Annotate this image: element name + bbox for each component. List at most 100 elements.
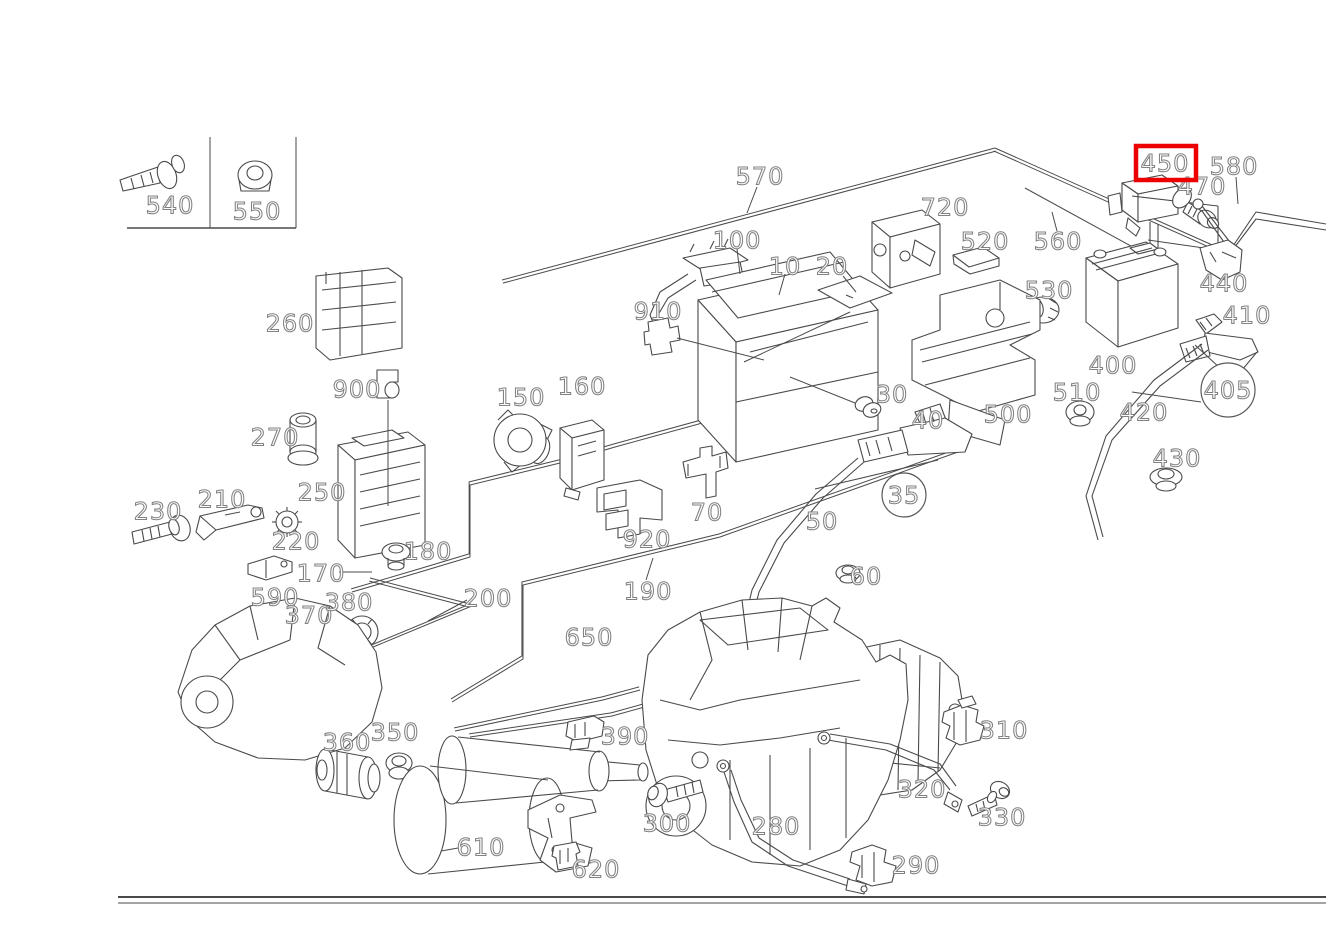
part-callout-220[interactable]: 220 <box>271 527 321 556</box>
part-callout-590[interactable]: 590 <box>250 583 300 612</box>
part-number-label-920[interactable]: 920 <box>622 525 672 554</box>
part-number-label-610[interactable]: 610 <box>456 833 506 862</box>
part-number-label-10[interactable]: 10 <box>768 252 802 281</box>
part-number-label-590[interactable]: 590 <box>250 583 300 612</box>
part-callout-470[interactable]: 470 <box>1177 172 1227 201</box>
part-callout-160[interactable]: 160 <box>557 372 607 401</box>
part-number-label-560[interactable]: 560 <box>1033 227 1083 256</box>
part-number-label-100[interactable]: 100 <box>712 226 762 255</box>
part-number-label-40[interactable]: 40 <box>911 406 945 435</box>
part-callout-510[interactable]: 510 <box>1052 378 1102 407</box>
part-callout-250[interactable]: 250 <box>297 478 347 507</box>
part-callout-270[interactable]: 270 <box>250 423 300 452</box>
part-callout-400[interactable]: 400 <box>1088 351 1138 380</box>
part-number-label-430[interactable]: 430 <box>1152 444 1202 473</box>
part-number-label-570[interactable]: 570 <box>735 162 785 191</box>
part-callout-70[interactable]: 70 <box>690 498 724 527</box>
part-number-label-380[interactable]: 380 <box>324 588 374 617</box>
part-number-label-300[interactable]: 300 <box>642 809 692 838</box>
part-number-label-150[interactable]: 150 <box>496 383 546 412</box>
part-number-label-530[interactable]: 530 <box>1024 276 1074 305</box>
part-number-label-405[interactable]: 405 <box>1203 376 1253 405</box>
part-number-label-320[interactable]: 320 <box>897 775 947 804</box>
part-number-label-450[interactable]: 450 <box>1140 149 1190 178</box>
part-callout-200[interactable]: 200 <box>463 584 513 613</box>
part-callout-50[interactable]: 50 <box>805 507 839 536</box>
part-callout-560[interactable]: 560 <box>1033 227 1083 256</box>
part-callout-150[interactable]: 150 <box>496 383 546 412</box>
part-callout-10[interactable]: 10 <box>768 252 802 281</box>
part-callout-610[interactable]: 610 <box>456 833 506 862</box>
part-number-label-370[interactable]: 370 <box>284 601 334 630</box>
part-number-label-270[interactable]: 270 <box>250 423 300 452</box>
part-number-label-580[interactable]: 580 <box>1209 152 1259 181</box>
part-callout-360[interactable]: 360 <box>322 728 372 757</box>
part-callout-570[interactable]: 570 <box>735 162 785 191</box>
part-number-label-900[interactable]: 900 <box>332 375 382 404</box>
part-callout-920[interactable]: 920 <box>622 525 672 554</box>
part-number-label-510[interactable]: 510 <box>1052 378 1102 407</box>
part-number-label-470[interactable]: 470 <box>1177 172 1227 201</box>
part-callout-190[interactable]: 190 <box>623 577 673 606</box>
part-callout-420[interactable]: 420 <box>1119 398 1169 427</box>
part-callout-230[interactable]: 230 <box>133 497 183 526</box>
part-number-label-190[interactable]: 190 <box>623 577 673 606</box>
part-callout-280[interactable]: 280 <box>751 812 801 841</box>
part-number-label-20[interactable]: 20 <box>815 252 849 281</box>
part-number-label-200[interactable]: 200 <box>463 584 513 613</box>
part-number-label-160[interactable]: 160 <box>557 372 607 401</box>
part-callout-580[interactable]: 580 <box>1209 152 1259 181</box>
part-number-label-260[interactable]: 260 <box>265 309 315 338</box>
part-number-label-390[interactable]: 390 <box>600 722 650 751</box>
part-number-label-520[interactable]: 520 <box>960 227 1010 256</box>
part-callout-350[interactable]: 350 <box>370 718 420 747</box>
part-number-label-350[interactable]: 350 <box>370 718 420 747</box>
part-number-label-620[interactable]: 620 <box>571 855 621 884</box>
part-number-label-500[interactable]: 500 <box>983 400 1033 429</box>
part-number-label-650[interactable]: 650 <box>564 623 614 652</box>
part-callout-520[interactable]: 520 <box>960 227 1010 256</box>
part-callout-290[interactable]: 290 <box>891 851 941 880</box>
part-callout-450[interactable]: 450 <box>1140 149 1190 178</box>
part-number-label-910[interactable]: 910 <box>633 297 683 326</box>
part-callout-260[interactable]: 260 <box>265 309 315 338</box>
part-callout-210[interactable]: 210 <box>197 485 247 514</box>
part-number-label-170[interactable]: 170 <box>296 559 346 588</box>
part-callout-300[interactable]: 300 <box>642 809 692 838</box>
part-number-label-360[interactable]: 360 <box>322 728 372 757</box>
part-number-label-50[interactable]: 50 <box>805 507 839 536</box>
part-callout-405[interactable]: 405 <box>1200 362 1256 418</box>
part-callout-310[interactable]: 310 <box>979 716 1029 745</box>
part-callout-100[interactable]: 100 <box>712 226 762 255</box>
part-number-label-60[interactable]: 60 <box>849 562 883 591</box>
part-callout-320[interactable]: 320 <box>897 775 947 804</box>
part-number-label-230[interactable]: 230 <box>133 497 183 526</box>
part-number-label-400[interactable]: 400 <box>1088 351 1138 380</box>
part-callout-430[interactable]: 430 <box>1152 444 1202 473</box>
part-number-label-410[interactable]: 410 <box>1222 301 1272 330</box>
part-callout-30[interactable]: 30 <box>875 380 909 409</box>
part-callout-900[interactable]: 900 <box>332 375 382 404</box>
part-callout-910[interactable]: 910 <box>633 297 683 326</box>
part-callout-530[interactable]: 530 <box>1024 276 1074 305</box>
part-callout-720[interactable]: 720 <box>920 193 970 222</box>
part-number-label-720[interactable]: 720 <box>920 193 970 222</box>
part-callout-500[interactable]: 500 <box>983 400 1033 429</box>
part-callout-380[interactable]: 380 <box>324 588 374 617</box>
part-number-label-280[interactable]: 280 <box>751 812 801 841</box>
part-callout-550[interactable]: 550 <box>232 197 282 226</box>
part-number-label-420[interactable]: 420 <box>1119 398 1169 427</box>
part-callout-440[interactable]: 440 <box>1199 269 1249 298</box>
part-number-label-550[interactable]: 550 <box>232 197 282 226</box>
part-callout-370[interactable]: 370 <box>284 601 334 630</box>
part-callout-650[interactable]: 650 <box>564 623 614 652</box>
part-number-label-250[interactable]: 250 <box>297 478 347 507</box>
part-number-label-440[interactable]: 440 <box>1199 269 1249 298</box>
part-number-label-220[interactable]: 220 <box>271 527 321 556</box>
part-number-label-30[interactable]: 30 <box>875 380 909 409</box>
part-number-label-180[interactable]: 180 <box>403 537 453 566</box>
part-callout-20[interactable]: 20 <box>815 252 849 281</box>
part-callout-35[interactable]: 35 <box>881 472 927 518</box>
part-callout-620[interactable]: 620 <box>571 855 621 884</box>
part-number-label-70[interactable]: 70 <box>690 498 724 527</box>
